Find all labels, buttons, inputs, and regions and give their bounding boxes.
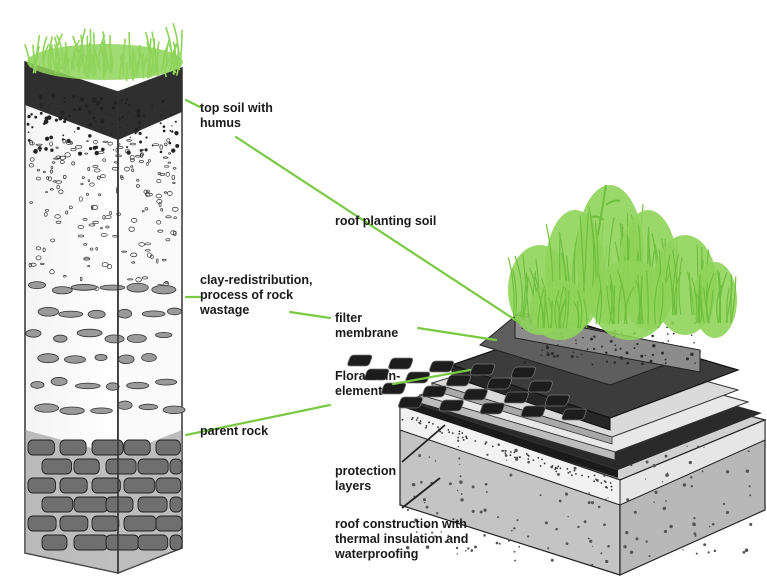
parent-rock-layer: [25, 430, 183, 573]
label-topsoil: top soil with humus: [200, 101, 273, 130]
clay-stones-layer: [25, 281, 186, 415]
leader-topsoil: [184, 98, 202, 109]
humus-layer: [25, 62, 182, 140]
label-filter-membrane: filter membrane: [335, 311, 399, 340]
pointer-protection: [401, 424, 446, 463]
label-roof-construction: roof construction with thermal insulatio…: [335, 517, 469, 561]
leader-floradrain: [391, 368, 472, 386]
label-parent-rock: parent rock: [200, 424, 269, 438]
label-protection-layers: protection layers: [335, 464, 397, 493]
label-clay-redistribution: clay-redistribution, process of rock was…: [200, 273, 313, 317]
soil-column: [24, 22, 186, 575]
roof-vegetation: [507, 184, 737, 340]
leader-filter-roof: [416, 326, 498, 342]
leader-roof-soil: [234, 135, 522, 325]
label-roof-planting-soil: roof planting soil: [335, 214, 437, 228]
pointer-roof-construction: [401, 477, 441, 509]
label-floradrain-element: Floradrain- element: [335, 369, 401, 398]
leader-lines: [184, 98, 522, 437]
gravel-layer: [28, 138, 179, 291]
leader-filter: [288, 310, 332, 320]
pointer-lines: [401, 424, 446, 509]
green-roof-block: [347, 184, 767, 576]
leader-parent-rock: [184, 403, 332, 437]
column-grass: [24, 22, 183, 82]
